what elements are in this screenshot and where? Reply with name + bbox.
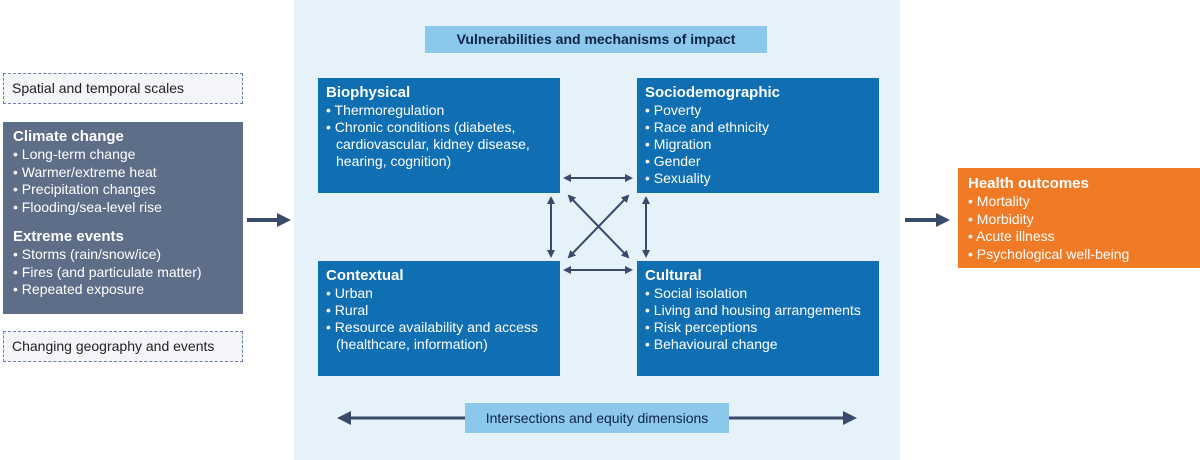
sociodemographic-title: Sociodemographic bbox=[645, 84, 781, 101]
extreme-events-title: Extreme events bbox=[13, 228, 124, 245]
list-item: Poverty bbox=[645, 102, 871, 119]
list-item: Psychological well-being bbox=[968, 246, 1190, 264]
list-item: Behavioural change bbox=[645, 336, 871, 353]
changing-geography-label: Changing geography and events bbox=[3, 331, 243, 362]
list-item: Resource availability and access (health… bbox=[326, 319, 552, 353]
list-item: Morbidity bbox=[968, 211, 1190, 229]
list-item: Gender bbox=[645, 153, 871, 170]
biophysical-title: Biophysical bbox=[326, 84, 411, 101]
health-outcomes-title: Health outcomes bbox=[968, 175, 1089, 192]
list-item: Long-term change bbox=[13, 146, 233, 164]
biophysical-box: Biophysical Thermoregulation Chronic con… bbox=[318, 78, 560, 193]
contextual-title: Contextual bbox=[326, 267, 404, 284]
list-item: Precipitation changes bbox=[13, 181, 233, 199]
spatial-temporal-label: Spatial and temporal scales bbox=[3, 73, 243, 104]
vulnerabilities-title: Vulnerabilities and mechanisms of impact bbox=[425, 26, 767, 53]
list-item: Thermoregulation bbox=[326, 102, 552, 119]
extreme-events-list: Storms (rain/snow/ice) Fires (and partic… bbox=[13, 246, 233, 299]
list-item: Mortality bbox=[968, 193, 1190, 211]
biophysical-list: Thermoregulation Chronic conditions (dia… bbox=[326, 102, 552, 170]
contextual-list: Urban Rural Resource availability and ac… bbox=[326, 285, 552, 353]
climate-change-title: Climate change bbox=[13, 128, 124, 145]
sociodemographic-list: Poverty Race and ethnicity Migration Gen… bbox=[645, 102, 871, 187]
sociodemographic-box: Sociodemographic Poverty Race and ethnic… bbox=[637, 78, 879, 193]
list-item: Warmer/extreme heat bbox=[13, 164, 233, 182]
health-outcomes-list: Mortality Morbidity Acute illness Psycho… bbox=[968, 193, 1190, 263]
list-item: Chronic conditions (diabetes, cardiovasc… bbox=[326, 119, 552, 170]
list-item: Repeated exposure bbox=[13, 281, 233, 299]
climate-change-box: Climate change Long-term change Warmer/e… bbox=[3, 122, 243, 314]
list-item: Urban bbox=[326, 285, 552, 302]
cultural-box: Cultural Social isolation Living and hou… bbox=[637, 261, 879, 376]
list-item: Flooding/sea-level rise bbox=[13, 199, 233, 217]
list-item: Migration bbox=[645, 136, 871, 153]
list-item: Social isolation bbox=[645, 285, 871, 302]
list-item: Risk perceptions bbox=[645, 319, 871, 336]
list-item: Rural bbox=[326, 302, 552, 319]
cultural-list: Social isolation Living and housing arra… bbox=[645, 285, 871, 353]
equity-dimensions-label: Intersections and equity dimensions bbox=[465, 403, 729, 433]
list-item: Race and ethnicity bbox=[645, 119, 871, 136]
climate-change-list: Long-term change Warmer/extreme heat Pre… bbox=[13, 146, 233, 216]
list-item: Living and housing arrangements bbox=[645, 302, 871, 319]
list-item: Sexuality bbox=[645, 170, 871, 187]
list-item: Storms (rain/snow/ice) bbox=[13, 246, 233, 264]
contextual-box: Contextual Urban Rural Resource availabi… bbox=[318, 261, 560, 376]
cultural-title: Cultural bbox=[645, 267, 702, 284]
list-item: Acute illness bbox=[968, 228, 1190, 246]
arrow-diagonal-socio-context bbox=[567, 194, 630, 259]
list-item: Fires (and particulate matter) bbox=[13, 264, 233, 282]
health-outcomes-box: Health outcomes Mortality Morbidity Acut… bbox=[958, 168, 1200, 268]
